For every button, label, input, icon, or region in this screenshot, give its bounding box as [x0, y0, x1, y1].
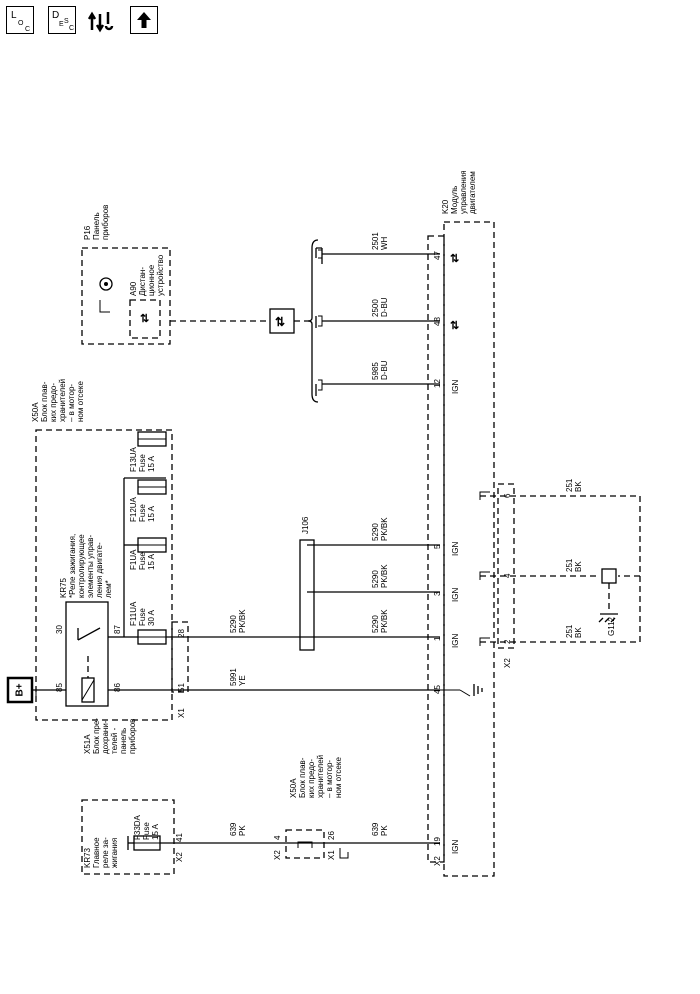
loc-letter-l: L [11, 10, 17, 21]
description-button[interactable]: D E S C [48, 6, 76, 34]
svg-text:86: 86 [113, 683, 122, 692]
svg-text:5290PK/BK: 5290PK/BK [229, 609, 247, 633]
svg-text:251BK: 251BK [565, 624, 583, 638]
svg-text:5: 5 [433, 544, 442, 549]
svg-text:47: 47 [433, 251, 442, 260]
ground-circuit-g112: 6 4 2 X2 G112 [479, 483, 641, 668]
svg-text:41: 41 [175, 833, 184, 842]
svg-text:26: 26 [327, 831, 336, 840]
svg-text:G112: G112 [607, 616, 616, 636]
x51a-title: X51A Блок пре- дохрани- телей - панель п… [83, 716, 137, 754]
svg-text:F12UA Fuse 15: F12UA Fuse 15 A [129, 495, 156, 522]
svg-text:19: 19 [433, 837, 442, 846]
svg-text:12: 12 [433, 379, 442, 388]
f12ua-fuse: F12UA Fuse 15 A [129, 479, 167, 522]
svg-text:30: 30 [55, 625, 64, 634]
svg-text:X2: X2 [503, 658, 512, 668]
kr75-label: KR75 *Реле зажигания, контролирующее эле… [59, 532, 113, 598]
svg-text:B+: B+ [15, 683, 26, 696]
f13ua-fuse: F13UA Fuse 15 A [129, 431, 167, 472]
svg-text:P16 Панель приборо: P16 Панель приборов [83, 205, 110, 240]
svg-text:4: 4 [273, 835, 282, 840]
f33da-label: F33DA Fuse 15 A [133, 813, 160, 840]
desc-letter-d: D [52, 10, 60, 21]
loc-letter-o: O [18, 20, 24, 27]
location-button[interactable]: L O C [6, 6, 34, 34]
svg-text:45: 45 [433, 685, 442, 694]
arrow-up-icon [137, 12, 151, 28]
svg-text:5991YE: 5991YE [229, 668, 247, 686]
j106-splice [299, 539, 315, 651]
svg-text:IGN: IGN [451, 588, 460, 602]
desc-letter-s: S [64, 18, 69, 25]
svg-text:251BK: 251BK [565, 558, 583, 572]
desc-letter-c: C [69, 25, 75, 32]
svg-text:IGN: IGN [451, 840, 460, 854]
svg-text:51: 51 [177, 683, 186, 692]
svg-text:2500D-BU: 2500D-BU [371, 297, 389, 317]
svg-text:4: 4 [503, 573, 512, 578]
svg-text:1: 1 [433, 636, 442, 641]
kr73-label: KR73 Главное реле за- жигания [83, 835, 119, 868]
connector-arrows-icon [87, 11, 114, 33]
svg-text:X2: X2 [175, 852, 184, 862]
k20-pin48-arrows-icon: ⇅ [450, 320, 459, 332]
svg-text:639PK: 639PK [229, 822, 247, 836]
desc-letter-e: E [59, 21, 64, 28]
svg-text:K20 Модуль управле: K20 Модуль управления двигателем [441, 168, 477, 214]
svg-text:X2: X2 [433, 856, 442, 866]
x50a-mid-connector: X50A Блок плав- ких предо- хранителей – … [273, 753, 349, 860]
svg-text:F13UA Fuse 15: F13UA Fuse 15 A [129, 445, 156, 472]
k20-pin47-arrows-icon: ⇅ [450, 253, 459, 265]
svg-text:2501WH: 2501WH [371, 232, 389, 250]
svg-text:28: 28 [177, 629, 186, 638]
x50a-mid-title: X50A Блок плав- ких предо- хранителей – … [289, 753, 343, 798]
svg-text:A90 Дистан- ционно: A90 Дистан- ционное устройство [129, 254, 165, 296]
svg-text:J106: J106 [301, 516, 310, 534]
svg-text:251BK: 251BK [565, 478, 583, 492]
up-arrow-button[interactable] [130, 6, 158, 34]
svg-text:IGN: IGN [451, 542, 460, 556]
svg-text:F1UA Fuse 15 A: F1UA Fuse 15 A [129, 548, 156, 570]
wire-labels: 639PK 639PK 5991YE 5290PK/BK 5290PK/BK 5… [229, 232, 583, 836]
x51a-fuse-block: X51A Блок пре- дохрани- телей - панель п… [81, 716, 184, 875]
svg-text:5985D-BU: 5985D-BU [371, 360, 389, 380]
svg-text:5290PK/BK: 5290PK/BK [371, 564, 389, 588]
a90-arrows-icon: ⇅ [140, 313, 149, 325]
kr75-relay [65, 601, 109, 707]
battery-positive: B+ [6, 676, 34, 704]
x50a-main-fuse-block: X50A Блок плав- ких предо- хранителей – … [31, 377, 189, 721]
k20-engine-control-module: K20 Модуль управления двигателем 47 48 1… [427, 168, 495, 877]
svg-text:X2: X2 [273, 850, 282, 860]
svg-text:5290PK/BK: 5290PK/BK [371, 517, 389, 541]
svg-text:85: 85 [55, 683, 64, 692]
p16-instrument-panel: P16 Панель приборов A90 Дистан- ционное … [81, 205, 171, 345]
f1ua-fuse: F1UA Fuse 15 A [129, 537, 167, 570]
svg-text:3: 3 [433, 591, 442, 596]
loc-letter-c: C [25, 26, 31, 33]
svg-text:5290PK/BK: 5290PK/BK [371, 609, 389, 633]
svg-text:F11UA Fuse 30: F11UA Fuse 30 A [129, 600, 156, 626]
svg-text:2: 2 [503, 639, 512, 644]
svg-text:⇅: ⇅ [275, 315, 285, 329]
svg-text:48: 48 [433, 317, 442, 326]
svg-text:639PK: 639PK [371, 822, 389, 836]
x50a-title: X50A Блок плав- ких предо- хранителей – … [31, 377, 85, 422]
svg-text:IGN: IGN [451, 634, 460, 648]
svg-text:6: 6 [503, 493, 512, 498]
connector-info-button[interactable] [87, 6, 116, 34]
svg-text:X1: X1 [177, 708, 186, 718]
svg-text:87: 87 [113, 625, 122, 634]
svg-text:X1: X1 [327, 850, 336, 860]
svg-text:IGN: IGN [451, 380, 460, 394]
toolbar: L O C D E S C [0, 0, 200, 44]
